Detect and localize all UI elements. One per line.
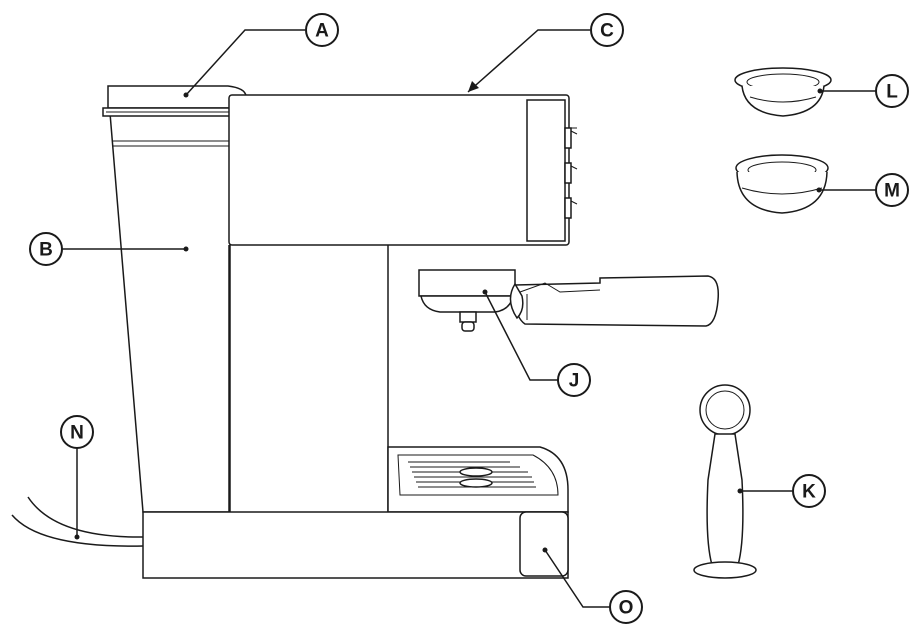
callout-c: C [590, 13, 624, 47]
callout-a-label: A [315, 21, 329, 42]
portafilter [418, 269, 720, 332]
callout-o-label: O [619, 598, 634, 619]
callout-n-label: N [70, 423, 84, 444]
callout-l: L [875, 74, 909, 108]
callout-c-label: C [600, 21, 614, 42]
callout-n: N [60, 415, 94, 449]
callout-m: M [875, 173, 909, 207]
callout-b: B [29, 232, 63, 266]
callout-j-label: J [569, 371, 580, 392]
leader-lines [62, 29, 876, 608]
callout-j: J [557, 363, 591, 397]
drip-tray [387, 446, 569, 513]
power-cable [11, 496, 144, 547]
callout-k: K [792, 474, 826, 508]
callout-b-label: B [39, 240, 53, 261]
machine-base [142, 511, 569, 579]
callout-m-label: M [884, 181, 900, 202]
callout-k-label: K [802, 482, 816, 503]
tank-lid [102, 85, 247, 117]
tamper [693, 384, 757, 579]
callout-l-label: L [886, 82, 898, 103]
filter-single [734, 67, 832, 117]
callout-o: O [609, 590, 643, 624]
filter-double [735, 154, 829, 214]
water-tank [109, 112, 231, 513]
callout-a: A [305, 13, 339, 47]
